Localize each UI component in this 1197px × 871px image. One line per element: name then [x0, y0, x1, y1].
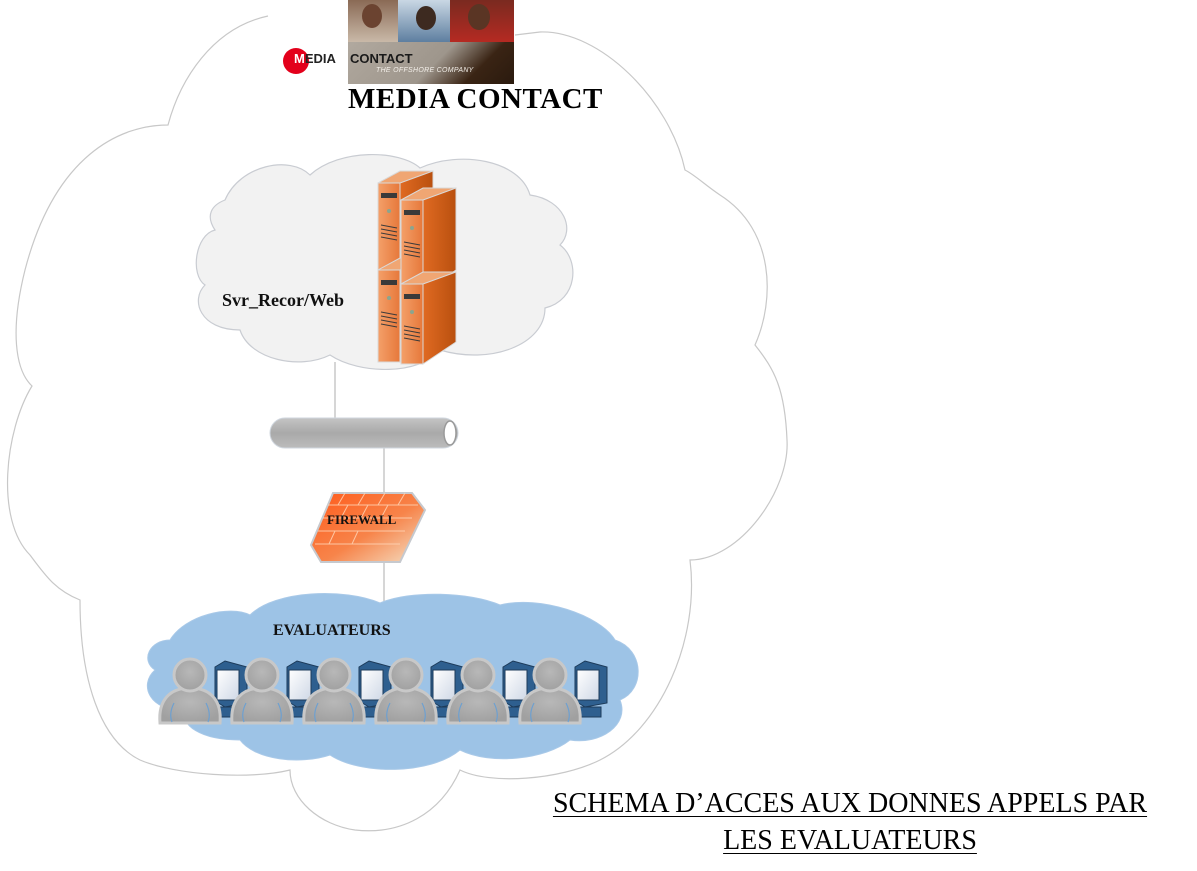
- agent-photo-3: [450, 0, 514, 42]
- firewall-brick-icon: [309, 492, 427, 563]
- diagram-caption: SCHEMA D’ACCES AUX DONNES APPELS PAR LES…: [515, 785, 1185, 859]
- logo-brand-mark: MEDIA: [294, 51, 336, 66]
- firewall-label: FIREWALL: [327, 512, 397, 527]
- person-icon: [446, 657, 510, 725]
- person-icon: [374, 657, 438, 725]
- person-icon: [302, 657, 366, 725]
- server-unit-front-bottom: [400, 271, 457, 365]
- server-rack-icon: [377, 170, 457, 365]
- logo-tagline: THE OFFSHORE COMPANY: [376, 67, 474, 74]
- pipe-icon: [269, 417, 459, 449]
- logo-photo-banner: THE OFFSHORE COMPANY: [348, 0, 514, 84]
- logo-red-circle-icon: [283, 48, 309, 74]
- user-workstation-icon: [518, 657, 608, 725]
- evaluator-row: [158, 657, 608, 725]
- page-title: MEDIA CONTACT: [348, 83, 603, 115]
- evaluators-label: EVALUATEURS: [273, 622, 391, 639]
- user-workstation-icon: [302, 657, 392, 725]
- outer-cloud: [6, 15, 788, 832]
- person-icon: [158, 657, 222, 725]
- computer-icon: [430, 660, 464, 718]
- server-label: Svr_Recor/Web: [222, 290, 344, 310]
- logo-brand-word: CONTACT: [350, 51, 413, 66]
- agent-photo-2: [398, 0, 450, 42]
- logo-mark-rest: EDIA: [304, 51, 336, 66]
- server-unit-front-top: [400, 187, 457, 293]
- agent-photo-1: [348, 0, 398, 42]
- caption-line-2: LES EVALUATEURS: [723, 825, 977, 856]
- user-workstation-icon: [374, 657, 464, 725]
- logo-mark-letter: M: [294, 51, 305, 66]
- media-contact-logo: THE OFFSHORE COMPANY MEDIA CONTACT: [280, 0, 514, 86]
- caption-line-1: SCHEMA D’ACCES AUX DONNES APPELS PAR: [552, 788, 1148, 819]
- computer-icon: [574, 660, 608, 718]
- person-icon: [230, 657, 294, 725]
- computer-icon: [358, 660, 392, 718]
- person-icon: [518, 657, 582, 725]
